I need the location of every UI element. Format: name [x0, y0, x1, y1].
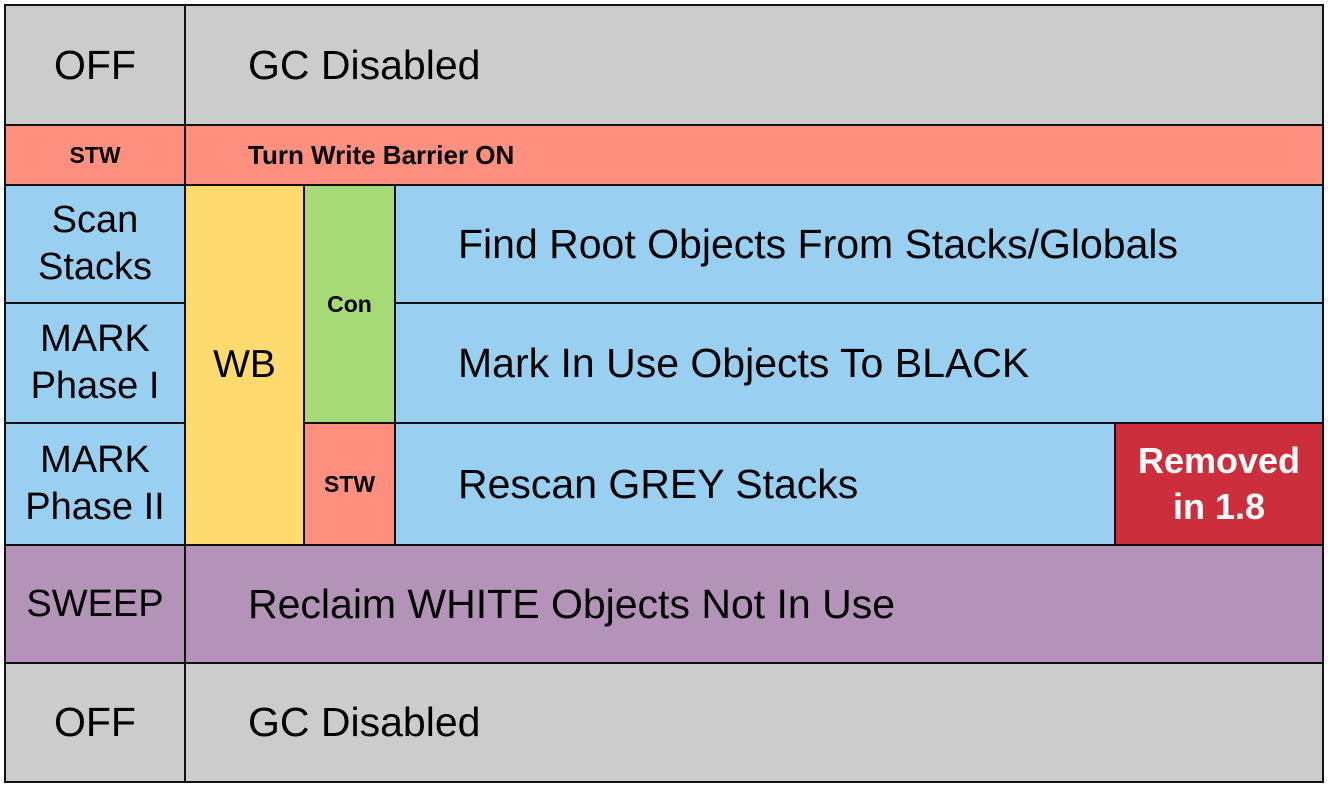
removed-in-1-8-label: Removed in 1.8 [1137, 440, 1301, 527]
scan-stacks-description-label: Find Root Objects From Stacks/Globals [458, 220, 1179, 267]
off-bottom-phase-label: OFF [54, 699, 136, 745]
rescan-stw-label: STW [323, 470, 376, 497]
concurrent-label: Con [327, 290, 372, 317]
off-top-phase-label: OFF [54, 41, 136, 88]
off-bottom-phase-cell: OFF [4, 662, 186, 783]
mark-phase-1-phase-label: MARK Phase I [30, 318, 160, 407]
sweep-description-label: Reclaim WHITE Objects Not In Use [248, 580, 896, 627]
scan-stacks-phase-cell: Scan Stacks [4, 184, 186, 304]
stw-barrier-description-cell: Turn Write Barrier ON [184, 124, 1324, 186]
write-barrier-label: WB [213, 343, 276, 386]
stw-barrier-phase-cell: STW [4, 124, 186, 186]
concurrent-cell: Con [303, 184, 396, 424]
sweep-phase-cell: SWEEP [4, 544, 186, 664]
off-top-description-cell: GC Disabled [184, 4, 1324, 126]
write-barrier-cell: WB [184, 184, 305, 546]
mark-phase-2-phase-label: MARK Phase II [25, 439, 165, 528]
mark-phase-1-description-label: Mark In Use Objects To BLACK [458, 339, 1030, 386]
scan-stacks-phase-label: Scan Stacks [37, 199, 153, 288]
off-top-description-label: GC Disabled [248, 41, 481, 88]
off-bottom-description-cell: GC Disabled [184, 662, 1324, 783]
mark-phase-2-phase-cell: MARK Phase II [4, 422, 186, 546]
scan-stacks-description-cell: Find Root Objects From Stacks/Globals [394, 184, 1324, 304]
removed-in-1-8-badge: Removed in 1.8 [1114, 422, 1324, 546]
mark-phase-1-phase-cell: MARK Phase I [4, 302, 186, 424]
sweep-phase-label: SWEEP [26, 582, 164, 625]
mark-phase-2-description-cell: Rescan GREY Stacks [394, 422, 1116, 546]
stw-barrier-phase-label: STW [69, 141, 121, 168]
sweep-description-cell: Reclaim WHITE Objects Not In Use [184, 544, 1324, 664]
off-top-phase-cell: OFF [4, 4, 186, 126]
rescan-stw-cell: STW [303, 422, 396, 546]
mark-phase-1-description-cell: Mark In Use Objects To BLACK [394, 302, 1324, 424]
stw-barrier-description-label: Turn Write Barrier ON [248, 139, 515, 170]
off-bottom-description-label: GC Disabled [248, 699, 481, 745]
mark-phase-2-description-label: Rescan GREY Stacks [458, 460, 859, 507]
